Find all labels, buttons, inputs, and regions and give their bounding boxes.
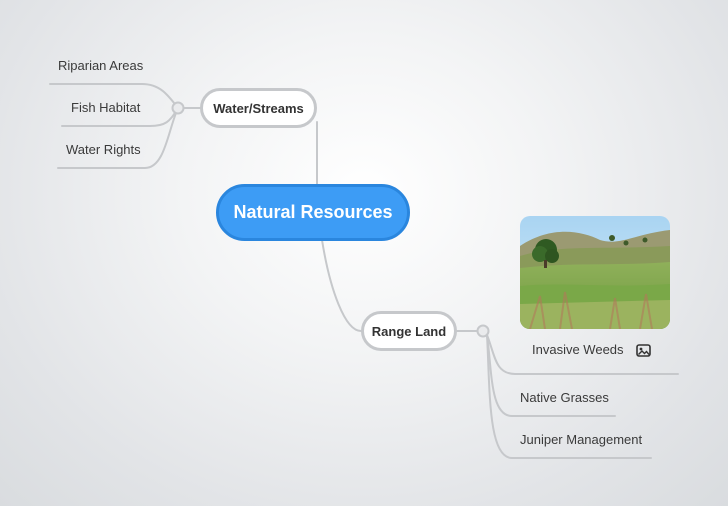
subtopic-label: Riparian Areas: [58, 58, 144, 73]
topic-water-streams[interactable]: Water/Streams: [200, 88, 317, 128]
subtopic-label: Invasive Weeds: [532, 342, 624, 357]
water-branch-collapse-dot[interactable]: [171, 101, 185, 115]
subtopic-label: Native Grasses: [520, 390, 609, 405]
subtopic-juniper-management[interactable]: Juniper Management: [520, 432, 642, 447]
central-topic[interactable]: Natural Resources: [216, 184, 410, 241]
topic-range-land[interactable]: Range Land: [361, 311, 457, 351]
central-topic-label: Natural Resources: [233, 202, 393, 222]
invasive-weeds-image[interactable]: [520, 216, 670, 329]
subtopic-label: Juniper Management: [520, 432, 643, 447]
subtopic-water-rights[interactable]: Water Rights: [66, 142, 141, 157]
subtopic-fish-habitat[interactable]: Fish Habitat: [71, 100, 140, 115]
subtopic-invasive-weeds[interactable]: Invasive Weeds: [532, 342, 624, 357]
subtopic-label: Water Rights: [66, 142, 141, 157]
image-icon[interactable]: [636, 344, 652, 358]
subtopic-label: Fish Habitat: [71, 100, 141, 115]
subtopic-riparian-areas[interactable]: Riparian Areas: [58, 58, 143, 73]
topic-water-streams-label: Water/Streams: [213, 100, 304, 116]
subtopic-native-grasses[interactable]: Native Grasses: [520, 390, 609, 405]
range-branch-collapse-dot[interactable]: [476, 324, 490, 338]
topic-range-land-label: Range Land: [371, 323, 447, 339]
